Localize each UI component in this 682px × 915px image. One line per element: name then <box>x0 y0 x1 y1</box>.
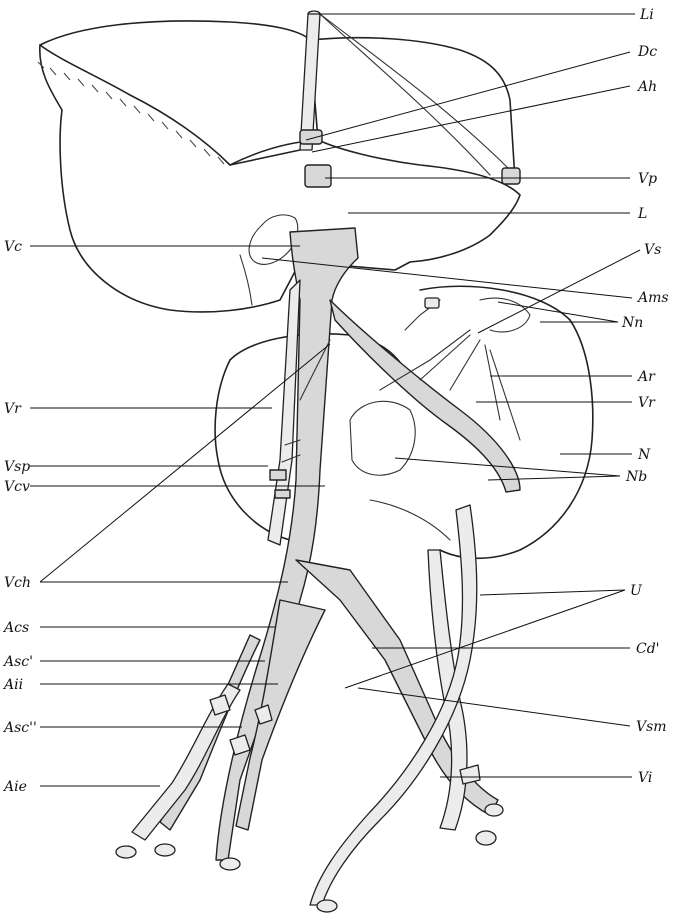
label-nb: Nb <box>625 469 647 485</box>
vessel-tree-drawing <box>116 228 520 912</box>
label-vch: Vch <box>4 575 31 591</box>
label-ams: Ams <box>636 290 669 306</box>
label-vr-left: Vr <box>4 401 22 417</box>
labels-left: Vc Vr Vsp Vcv Vch Acs Asc' Aii Asc'' Aie <box>2 239 37 795</box>
label-vi: Vi <box>638 770 652 786</box>
label-vcv: Vcv <box>4 479 30 495</box>
label-asc1: Asc' <box>2 654 33 670</box>
label-vsp: Vsp <box>4 459 30 475</box>
label-vp: Vp <box>638 171 657 187</box>
label-u: U <box>630 583 643 599</box>
label-l: L <box>637 206 647 222</box>
labels-right: Li Dc Ah Vp L Vs Ams Nn Ar Vr N Nb U Cd'… <box>621 7 669 786</box>
label-aie: Aie <box>2 779 27 795</box>
label-asc2: Asc'' <box>2 720 37 736</box>
label-acs: Acs <box>2 620 29 636</box>
label-ar: Ar <box>636 369 656 385</box>
liver-drawing <box>38 21 520 312</box>
label-n: N <box>637 447 651 463</box>
label-aii: Aii <box>2 677 23 693</box>
label-vr-right: Vr <box>638 395 656 411</box>
label-dc: Dc <box>637 44 657 60</box>
label-ah: Ah <box>636 79 657 95</box>
label-cd: Cd' <box>636 641 660 657</box>
label-nn: Nn <box>621 315 643 331</box>
label-li: Li <box>639 7 654 23</box>
label-vc: Vc <box>4 239 22 255</box>
ligament-duct-drawing <box>300 11 520 187</box>
label-vsm: Vsm <box>636 719 667 735</box>
label-vs: Vs <box>644 242 661 258</box>
leader-lines <box>30 14 640 786</box>
